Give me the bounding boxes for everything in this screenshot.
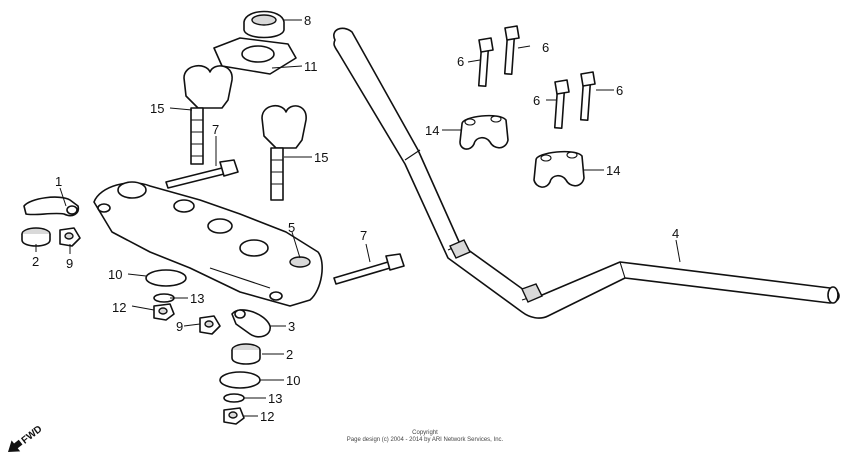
callout-7: 7 [212, 122, 219, 137]
bolt-short-3 [553, 79, 570, 130]
callout-10: 10 [286, 373, 300, 388]
fwd-label: FWD [20, 424, 45, 447]
callout-14: 14 [606, 163, 620, 178]
callout-6: 6 [616, 83, 623, 98]
fwd-indicator: FWD [8, 424, 45, 452]
callout-13: 13 [268, 391, 282, 406]
callout-6: 6 [533, 93, 540, 108]
callout-2: 2 [286, 347, 293, 362]
nut-center [199, 315, 221, 335]
callout-labels: 8 11 15 15 7 7 1 2 9 5 10 13 12 9 3 2 10… [32, 13, 679, 424]
nut-lower-left [153, 303, 175, 321]
bar-clamp-upper [459, 114, 509, 150]
callout-6: 6 [457, 54, 464, 69]
callout-15: 15 [150, 101, 164, 116]
upper-holder-left [183, 65, 233, 165]
washer-large-left [145, 269, 187, 287]
bolt-long-upper [165, 159, 239, 189]
nut-left [59, 227, 81, 247]
callout-11: 11 [304, 59, 318, 74]
callout-15: 15 [314, 150, 328, 165]
bar-clamp-lower [533, 150, 585, 188]
clamp-left [23, 196, 80, 217]
callout-1: 1 [55, 174, 62, 189]
callout-7: 7 [360, 228, 367, 243]
callout-12: 12 [112, 300, 126, 315]
callout-8: 8 [304, 13, 311, 28]
callout-10: 10 [108, 267, 122, 282]
copyright-title: Copyright [412, 430, 438, 436]
fork-top-bridge [93, 181, 323, 307]
bolt-short-1 [477, 37, 494, 88]
callout-9: 9 [66, 256, 73, 271]
upper-holder-right [261, 105, 307, 201]
copyright-notice: Copyright Page design (c) 2004 - 2014 by… [300, 430, 550, 444]
copyright-text: Page design (c) 2004 - 2014 by ARI Netwo… [346, 437, 504, 443]
callout-14: 14 [425, 123, 439, 138]
callout-13: 13 [190, 291, 204, 306]
callout-6: 6 [542, 40, 549, 55]
bushing-center [231, 343, 261, 365]
fwd-arrow-icon [8, 439, 23, 452]
holder-plate [213, 37, 297, 75]
callout-4: 4 [672, 226, 679, 241]
callout-9: 9 [176, 319, 183, 334]
callout-12: 12 [260, 409, 274, 424]
bolt-long-lower [333, 253, 405, 285]
leader-lines [35, 19, 681, 417]
callout-2: 2 [32, 254, 39, 269]
bolt-short-2 [503, 25, 520, 76]
holder-cap [243, 10, 285, 39]
nut-lower-center [223, 407, 245, 425]
callout-5: 5 [288, 220, 295, 235]
washer-small-center [223, 393, 245, 403]
handlebar [333, 27, 840, 319]
callout-3: 3 [288, 319, 295, 334]
clamp-center [231, 309, 271, 338]
knurl-band [449, 239, 543, 303]
washer-large-center [219, 371, 261, 389]
bushing-left [21, 227, 51, 247]
bolt-short-4 [579, 71, 596, 122]
